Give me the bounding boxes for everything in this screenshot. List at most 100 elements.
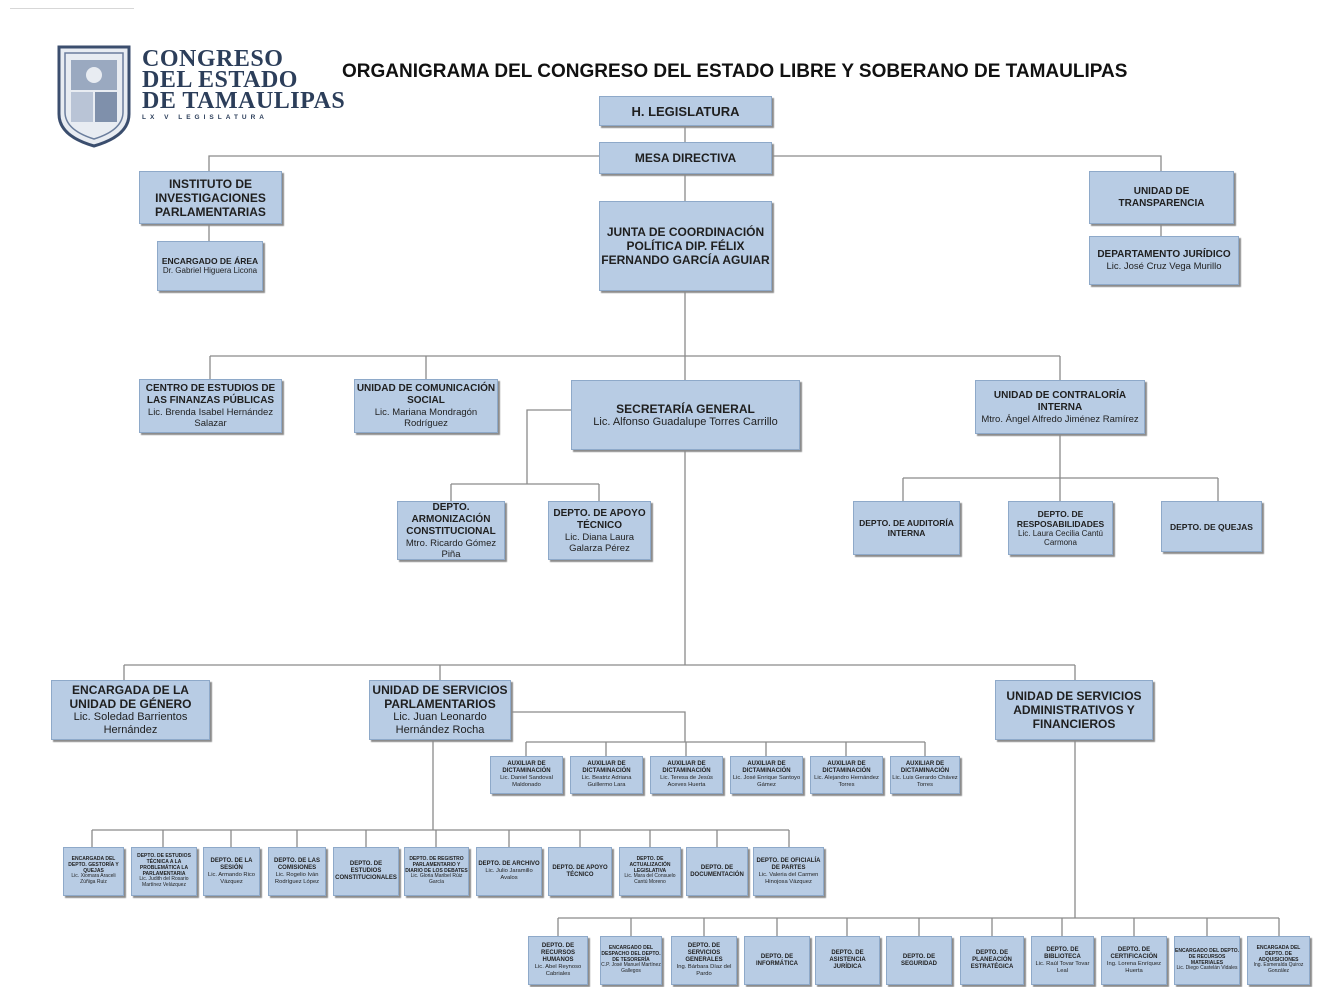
org-box-title: H. LEGISLATURA: [631, 103, 740, 119]
connector-line: [772, 155, 1162, 171]
org-box-person: Lic. José Enrique Santoyo Gámez: [732, 775, 801, 788]
org-box-legislatura: H. LEGISLATURA: [599, 96, 772, 126]
org-box-title: CENTRO DE ESTUDIOS DE LAS FINANZAS PÚBLI…: [145, 383, 276, 406]
org-box-title: SECRETARÍA GENERAL: [616, 401, 755, 416]
logo-line-3: DE TAMAULIPAS: [142, 88, 346, 114]
org-box-title: DEPTO. DE INFORMÁTICA: [756, 953, 798, 967]
org-box-sa6: DEPTO. DE SEGURIDAD: [886, 936, 952, 985]
org-box-person: Lic. Mara del Consuelo Cantú Moreno: [624, 873, 676, 886]
org-box-title: DEPTO. DE SERVICIOS GENERALES: [685, 943, 723, 964]
org-box-title: DEPTO. DE AUDITORÍA INTERNA: [859, 518, 954, 538]
org-box-person: Lic. Laura Cecilia Cantú Carmona: [1018, 528, 1103, 548]
org-box-title: DEPTO. ARMONIZACIÓN CONSTITUCIONAL: [406, 501, 496, 537]
org-box-person: Lic. Beatriz Adriana Guillermo Lara: [581, 775, 632, 788]
org-box-person: Lic. Armando Rico Vázquez: [207, 871, 256, 885]
org-box-person: Lic. Julio Jaramillo Avalos: [485, 868, 533, 881]
org-box-person: Dr. Gabriel Higuera Licona: [162, 266, 258, 276]
org-box-title: JUNTA DE COORDINACIÓN POLÍTICA DIP. FÉLI…: [601, 225, 770, 267]
org-box-person: Lic. Gloria Maribel Rúiz García: [410, 873, 463, 886]
connector-line: [511, 711, 686, 742]
org-box-title: INSTITUTO DE INVESTIGACIONES PARLAMENTAR…: [155, 176, 266, 219]
org-box-person: Lic. José Cruz Vega Murillo: [1106, 261, 1222, 272]
org-box-person: Lic. Teresa de Jesús Aceves Huerta: [660, 775, 713, 788]
org-box-sp6: DEPTO. DE REGISTRO PARLAMENTARIO Y DIARI…: [404, 847, 469, 896]
org-box-person: Lic. Daniel Sandoval Maldonado: [500, 775, 553, 788]
org-box-sa10: ENCARGADO DEL DEPTO. DE RECURSOS MATERIA…: [1174, 936, 1240, 985]
org-box-title: MESA DIRECTIVA: [634, 151, 737, 165]
org-box-sa5: DEPTO. DE ASISTENCIA JURÍDICA: [815, 936, 880, 985]
org-box-person: Lic. Juan Leonardo Hernández Rocha: [393, 711, 487, 736]
org-box-title: DEPTO. DE LAS COMISIONES: [274, 857, 320, 871]
org-box-sa4: DEPTO. DE INFORMÁTICA: [744, 936, 810, 985]
org-box-person: Lic. Abel Reynoso Cabriales: [534, 964, 582, 977]
org-box-person: Lic. Diana Laura Galarza Pérez: [564, 531, 635, 554]
org-box-person: Lic. Mariana Mondragón Rodríguez: [374, 407, 478, 429]
org-box-person: Mtro. Ricardo Gómez Piña: [405, 537, 497, 560]
state-shield-icon: [57, 45, 131, 148]
org-box-person: Lic. Judith del Rosario Martínez Velázqu…: [139, 876, 189, 889]
org-box-title: UNIDAD DE SERVICIOS ADMINISTRATIVOS Y FI…: [1006, 689, 1142, 731]
org-box-person: C.P. José Manuel Martínez Gallegos: [601, 962, 661, 975]
org-box-administrativos: UNIDAD DE SERVICIOS ADMINISTRATIVOS Y FI…: [995, 680, 1153, 740]
org-box-title: DEPTO. DE APOYO TÉCNICO: [553, 507, 646, 531]
org-box-sp8: DEPTO. DE APOYO TÉCNICO: [548, 847, 612, 896]
org-box-title: UNIDAD DE CONTRALORÍA INTERNA: [993, 389, 1127, 413]
org-box-title: ENCARGADO DE ÁREA: [161, 256, 259, 267]
org-box-mesa: MESA DIRECTIVA: [599, 142, 772, 174]
org-box-sa7: DEPTO. DE PLANEACIÓN ESTRATÉGICA: [960, 936, 1024, 985]
congress-logo: CONGRESO DEL ESTADO DE TAMAULIPAS LX V L…: [56, 44, 345, 148]
org-box-person: Lic. Rogelio Iván Rodríguez López: [274, 871, 320, 885]
org-box-title: DEPTO. DE ARCHIVO: [478, 861, 540, 868]
org-box-title: UNIDAD DE SERVICIOS PARLAMENTARIOS: [372, 683, 508, 711]
org-box-instituto: INSTITUTO DE INVESTIGACIONES PARLAMENTAR…: [139, 171, 282, 224]
org-box-title: DEPTO. DE APOYO TÉCNICO: [552, 864, 608, 878]
org-box-person: Lic. Diego Castelán Vidales: [1176, 965, 1238, 972]
org-box-sa2: ENCARGADO DEL DESPACHO DEL DEPTO. DE TES…: [600, 936, 662, 985]
org-box-person: Lic. Soledad Barrientos Hernández: [73, 711, 188, 736]
org-box-person: Lic. Raúl Tovar Tovar Leal: [1035, 960, 1090, 974]
org-box-person: Lic. Alejandro Hernández Torres: [814, 775, 879, 788]
org-box-title: ENCARGADA DE LA UNIDAD DE GÉNERO: [69, 683, 192, 711]
org-box-title: AUXILIAR DE DICTAMINACIÓN: [900, 761, 950, 775]
connector-line: [208, 155, 599, 171]
org-box-title: ENCARGADA DEL DEPTO. GESTORÍA Y QUEJAS: [68, 856, 119, 874]
org-box-title: UNIDAD DE COMUNICACIÓN SOCIAL: [356, 383, 496, 406]
org-box-title: DEPTO. DE ASISTENCIA JURÍDICA: [829, 950, 866, 970]
org-box-title: DEPTO. DE OFICIALÍA DE PARTES: [756, 857, 821, 871]
corner-mark: [10, 8, 134, 9]
org-box-person: Lic. Brenda Isabel Hernández Salazar: [147, 407, 274, 429]
org-box-title: AUXILIAR DE DICTAMINACIÓN: [582, 761, 631, 775]
org-box-junta: JUNTA DE COORDINACIÓN POLÍTICA DIP. FÉLI…: [599, 201, 772, 291]
logo-line-1: CONGRESO: [142, 46, 284, 72]
org-box-title: AUXILIAR DE DICTAMINACIÓN: [662, 761, 711, 775]
org-box-title: DEPARTAMENTO JURÍDICO: [1097, 249, 1231, 260]
connector-line: [526, 409, 571, 484]
org-box-title: DEPTO. DE DOCUMENTACIÓN: [690, 864, 744, 878]
org-box-person: Lic. Alfonso Guadalupe Torres Carrillo: [593, 415, 778, 428]
org-box-quejas: DEPTO. DE QUEJAS: [1161, 501, 1262, 552]
org-box-title: AUXILIAR DE DICTAMINACIÓN: [742, 761, 791, 775]
org-box-title: DEPTO. DE RESPOSABILIDADES: [1016, 508, 1105, 529]
org-box-sp10: DEPTO. DE DOCUMENTACIÓN: [686, 847, 748, 896]
org-box-title: ENCARGADO DEL DESPACHO DEL DEPTO. DE TES…: [601, 945, 661, 963]
org-box-title: DEPTO. DE QUEJAS: [1170, 521, 1253, 532]
org-box-title: DEPTO. DE ESTUDIOS CONSTITUCIONALES: [335, 861, 397, 881]
org-box-title: DEPTO. DE SEGURIDAD: [900, 953, 937, 967]
